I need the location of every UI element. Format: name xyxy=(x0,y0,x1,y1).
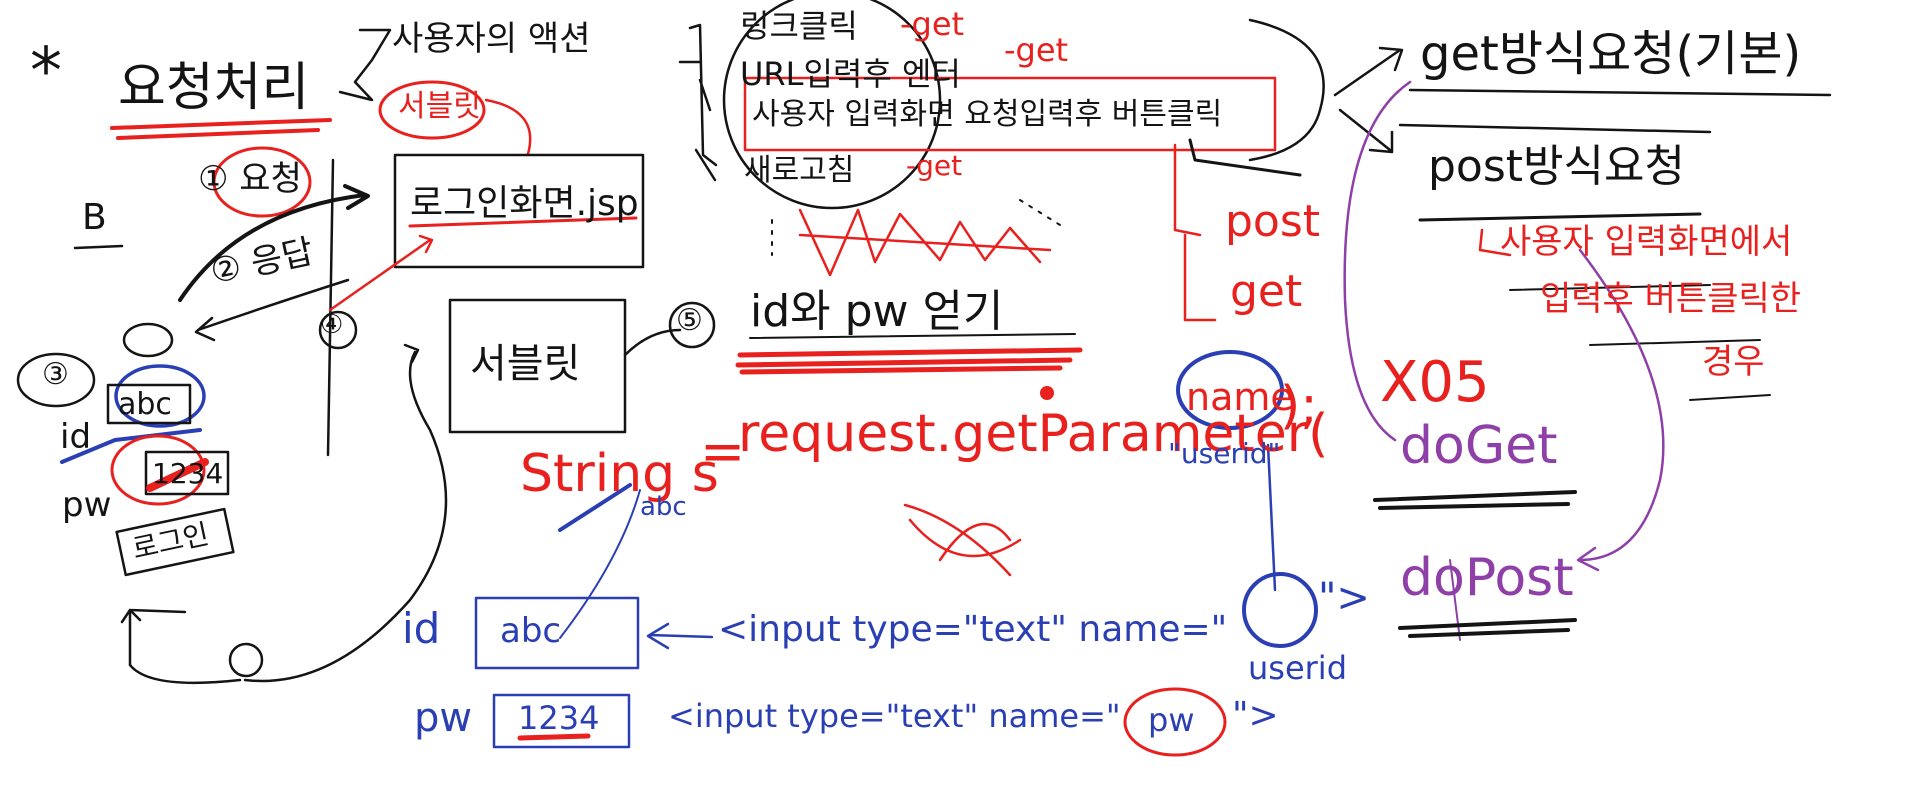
form-line-pw-label: pw xyxy=(414,695,473,741)
title-underline xyxy=(110,118,332,140)
doget-label: doGet xyxy=(1400,416,1558,476)
form-line-id-tag: <input type="text" name=" xyxy=(718,609,1228,650)
get-tag-2: -get xyxy=(1004,31,1069,69)
post-note-1: 사용자 입력화면에서 xyxy=(1500,222,1793,262)
actions-circle xyxy=(722,0,942,210)
form-id-label: id xyxy=(60,417,92,457)
form-line-pw-close: "> xyxy=(1232,695,1279,736)
code-op: = xyxy=(700,420,746,483)
brace-left xyxy=(338,28,392,102)
login-page-label: 로그인화면.jsp xyxy=(410,183,639,224)
note-ellipse xyxy=(378,80,486,140)
form-line-pw-name: pw xyxy=(1148,701,1195,739)
form-line-id-close: "> xyxy=(1318,575,1370,621)
servlet-box xyxy=(448,298,627,434)
send-note: id와 pw 얻기 xyxy=(750,286,1004,337)
action-item-3: 사용자 입력화면 요청입력후 버튼클릭 xyxy=(752,97,1223,132)
browser-mark: B xyxy=(82,197,107,238)
action-item-2: URL입력후 엔터 xyxy=(740,55,961,93)
purple-arc-left xyxy=(1343,80,1412,442)
post-request-label: post방식요청 xyxy=(1428,141,1685,192)
code-arg-note: "userid" xyxy=(1168,437,1281,470)
request-ellipse xyxy=(212,146,312,218)
method-get: get xyxy=(1230,266,1303,317)
arrow-request xyxy=(178,184,370,302)
id-ellipse xyxy=(114,364,206,428)
code-value-note: abc xyxy=(640,492,687,522)
get-tag-1: -get xyxy=(900,5,965,43)
form-line-pw-tag: <input type="text" name=" xyxy=(668,697,1121,735)
form-id-box xyxy=(474,596,640,670)
code-lhs: String s xyxy=(520,444,719,504)
name-ellipse xyxy=(1176,350,1284,430)
form-line-pw-value: 1234 xyxy=(518,699,600,737)
form-id-value: abc xyxy=(118,387,172,422)
title: 요청처리 xyxy=(118,58,310,118)
servlet-label: 서블릿 xyxy=(470,341,581,387)
dopost-underline xyxy=(1398,618,1577,638)
user-action-label: 사용자의 액션 xyxy=(392,19,591,59)
form-line-id-value: abc xyxy=(500,611,562,651)
form-pw-label: pw xyxy=(62,485,112,525)
crossed-note: X05 xyxy=(1380,350,1490,415)
step5-label: ⑤ xyxy=(676,303,703,338)
send-underline xyxy=(735,347,1083,375)
pw-ellipse xyxy=(1123,687,1227,757)
purple-arc-right xyxy=(1576,248,1665,572)
arrow-submit xyxy=(243,343,448,683)
dopost-label: doPost xyxy=(1400,548,1574,608)
method-post: post xyxy=(1225,196,1321,247)
form-line-id-name: userid xyxy=(1248,649,1347,687)
get-request-label: get방식요청(기본) xyxy=(1420,26,1802,82)
brace-actions xyxy=(678,23,718,182)
step3-label: ③ xyxy=(42,357,69,392)
post-note-2: 입력후 버튼클릭한 xyxy=(1540,279,1802,319)
action-item-1: 링크클릭 xyxy=(740,7,858,45)
form-line-id-label: id xyxy=(402,604,441,653)
post-note-3: 경우 xyxy=(1702,342,1765,382)
form-pw-value: 1234 xyxy=(152,457,224,490)
code-arg: name xyxy=(1186,375,1294,419)
user-action-note: 서블릿 xyxy=(398,89,481,124)
doget-underline xyxy=(1373,490,1577,510)
vertical-line xyxy=(326,158,335,457)
title-mark: * xyxy=(30,35,62,109)
user-input-box xyxy=(743,76,1277,152)
get-tag-3: -get xyxy=(906,149,963,182)
action-item-4: 새로고침 xyxy=(744,153,855,188)
form-pw-box xyxy=(492,693,631,749)
code-call: request.getParameter( xyxy=(738,404,1329,464)
step1-request: ① 요청 xyxy=(198,159,302,199)
step4-label: ④ xyxy=(320,310,344,340)
login-page-box xyxy=(393,153,645,269)
code-end: ); xyxy=(1280,376,1318,436)
